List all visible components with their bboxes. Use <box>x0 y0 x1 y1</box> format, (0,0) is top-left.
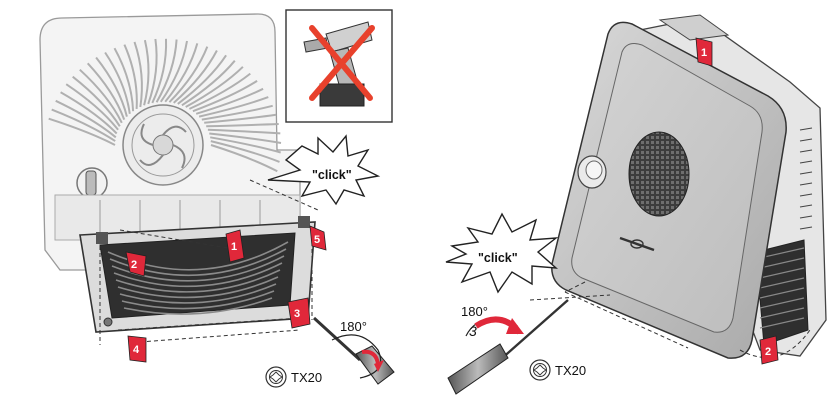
step-badge-right-2: 2 <box>759 335 779 365</box>
svg-text:5: 5 <box>314 234 320 246</box>
svg-text:3: 3 <box>294 308 300 320</box>
turn-number-right: 3 <box>469 323 477 339</box>
step-badge-left-1: 1 <box>225 229 245 263</box>
cooling-fan-icon <box>122 104 204 186</box>
speaker-grille-icon <box>628 131 690 217</box>
click-callout-left: "click" <box>267 134 381 206</box>
step-badge-left-5: 5 <box>309 225 327 251</box>
svg-text:2: 2 <box>765 346 771 358</box>
svg-text:1: 1 <box>701 47 707 59</box>
svg-text:1: 1 <box>231 241 237 253</box>
front-cover-closed <box>551 21 787 359</box>
display-knob-icon <box>577 155 607 189</box>
click-callout-right: "click" <box>445 212 559 294</box>
front-cover-lower <box>79 216 316 333</box>
click-label-left: "click" <box>312 168 352 182</box>
screwdriver-right <box>447 299 569 395</box>
step-badge-right-1: 1 <box>695 37 713 67</box>
prohibited-cross-icon <box>309 25 375 101</box>
step-badge-left-2: 2 <box>125 251 147 277</box>
torx-tx20-icon-right <box>529 359 551 381</box>
rotation-angle-left: 180° <box>340 319 367 334</box>
torx-label-left: TX20 <box>291 370 322 385</box>
click-label-right: "click" <box>478 251 518 265</box>
dc-switch-knob-icon <box>76 167 108 199</box>
no-power-drill-warning <box>285 9 393 123</box>
rotation-angle-right: 180° <box>461 304 488 319</box>
screwdriver-left <box>312 316 395 385</box>
torx-label-right: TX20 <box>555 363 586 378</box>
brand-logo-icon <box>619 236 655 252</box>
step-badge-left-3: 3 <box>287 297 311 329</box>
torx-tx20-icon-left <box>265 366 287 388</box>
svg-text:2: 2 <box>131 259 137 271</box>
svg-text:4: 4 <box>133 344 140 356</box>
step-badge-left-4: 4 <box>127 335 147 363</box>
